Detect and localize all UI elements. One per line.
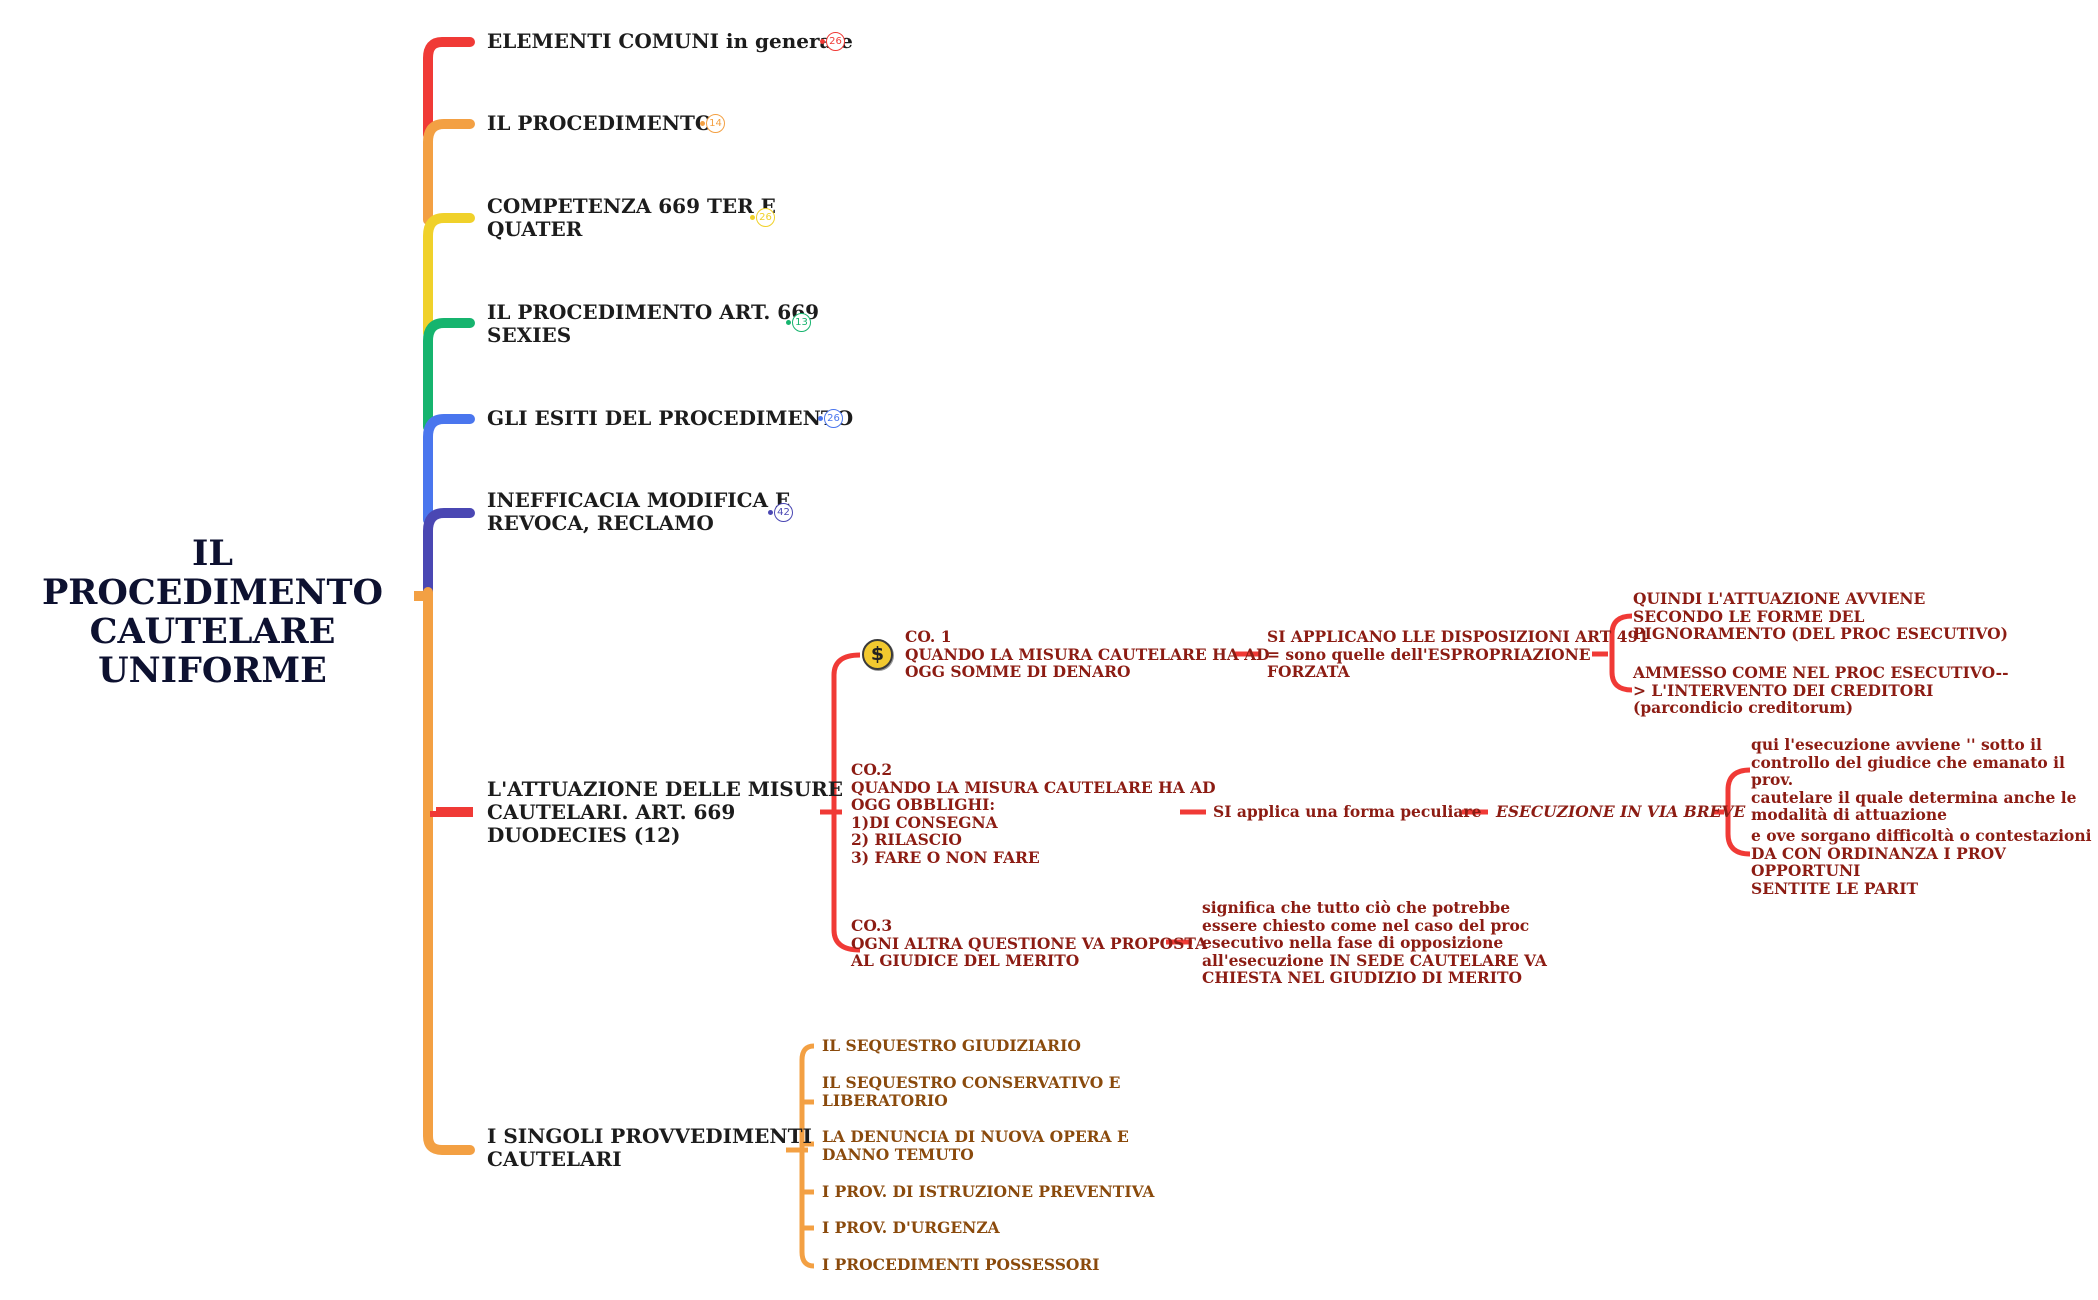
collapsed-count-badge[interactable]: 26 [820,32,845,51]
root-connector-stub [414,591,430,601]
connector-line [1725,767,1751,857]
list-item[interactable]: IL SEQUESTRO CONSERVATIVO E LIBERATORIO [822,1073,1121,1110]
connector-line [423,508,475,599]
list-item[interactable]: LA DENUNCIA DI NUOVA OPERA E DANNO TEMUT… [822,1127,1129,1164]
topic-co1-child[interactable]: SI APPLICANO LLE DISPOSIZIONI ART 491 = … [1267,627,1650,681]
connector-line [423,119,475,225]
list-item[interactable]: I PROCEDIMENTI POSSESSORI [822,1255,1100,1274]
topic-co2-child[interactable]: SI applica una forma peculiare [1213,802,1482,821]
branch-il-procedimento[interactable]: IL PROCEDIMENTO [487,111,713,135]
branch-competenza[interactable]: COMPETENZA 669 TER E QUATER [487,194,776,241]
connector-line [423,587,475,1155]
branch-elementi-comuni[interactable]: ELEMENTI COMUNI in generale [487,29,853,53]
root-topic[interactable]: IL PROCEDIMENTO CAUTELARE UNIFORME [41,533,384,691]
branch-esiti[interactable]: GLI ESITI DEL PROCEDIMENTO [487,406,854,430]
topic-co1-grandchild[interactable]: QUINDI L'ATTUAZIONE AVVIENE SECONDO LE F… [1633,589,2008,643]
connector-line [831,652,861,953]
connector-line [423,37,475,140]
connector-line [799,1043,815,1269]
list-item[interactable]: I PROV. D'URGENZA [822,1218,1000,1237]
collapsed-count-badge[interactable]: 26 [818,409,843,428]
branch-singoli-provvedimenti[interactable]: I SINGOLI PROVVEDIMENTI CAUTELARI [487,1124,812,1171]
connector-line [423,213,475,338]
dollar-coin-icon: $ [862,639,893,670]
connector-line [423,414,475,525]
list-item[interactable]: IL SEQUESTRO GIUDIZIARIO [822,1036,1081,1055]
topic-esecuzione-breve[interactable]: ESECUZIONE IN VIA BREVE [1496,802,1746,821]
branch-inefficacia[interactable]: INEFFICACIA MODIFICA E REVOCA, RECLAMO [487,488,791,535]
connector-line [1609,613,1633,693]
connector-line [430,807,473,817]
topic-co2[interactable]: CO.2 QUANDO LA MISURA CAUTELARE HA AD OG… [851,760,1216,867]
collapsed-count-badge[interactable]: 14 [700,114,725,133]
collapsed-count-badge[interactable]: 13 [786,313,811,332]
topic-co3[interactable]: CO.3 OGNI ALTRA QUESTIONE VA PROPOSTA AL… [851,916,1208,970]
branch-procedimento-sexies[interactable]: IL PROCEDIMENTO ART. 669 SEXIES [487,300,820,347]
topic-co2-leaf[interactable]: qui l'esecuzione avviene '' sotto il con… [1751,735,2077,824]
collapsed-count-badge[interactable]: 26 [750,208,775,227]
list-item[interactable]: I PROV. DI ISTRUZIONE PREVENTIVA [822,1182,1155,1201]
topic-co2-leaf[interactable]: e ove sorgano difficoltà o contestazioni… [1751,826,2092,898]
topic-co1[interactable]: CO. 1 QUANDO LA MISURA CAUTELARE HA AD O… [905,627,1270,681]
topic-co1-grandchild[interactable]: AMMESSO COME NEL PROC ESECUTIVO-- > L'IN… [1633,663,2009,717]
collapsed-count-badge[interactable]: 42 [768,503,793,522]
topic-co3-child[interactable]: significa che tutto ciò che potrebbe ess… [1202,898,1547,987]
branch-attuazione[interactable]: L'ATTUAZIONE DELLE MISURE CAUTELARI. ART… [487,777,844,847]
connector-line [423,318,475,432]
